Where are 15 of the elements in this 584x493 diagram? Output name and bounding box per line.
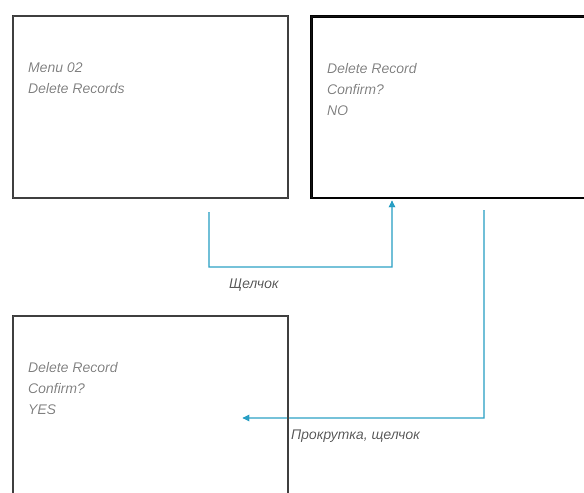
- screen-box: [12, 15, 289, 199]
- edge-label: Щелчок: [227, 275, 280, 291]
- screen-text: Confirm?: [28, 379, 86, 398]
- screen-box: [12, 315, 289, 493]
- connector-arrow: [208, 200, 396, 268]
- connector-arrow: [242, 210, 485, 422]
- screen-text: Delete Records: [28, 79, 126, 98]
- edge-label: Прокрутка, щелчок: [289, 426, 422, 442]
- screen-text: NO: [327, 101, 349, 120]
- screen-text: Delete Record: [28, 358, 119, 377]
- screen-text: Confirm?: [327, 80, 385, 99]
- screen-text: Delete Record: [327, 59, 418, 78]
- screen-box: [310, 15, 584, 199]
- screen-text: YES: [28, 400, 58, 419]
- screen-text: Menu 02: [28, 58, 84, 77]
